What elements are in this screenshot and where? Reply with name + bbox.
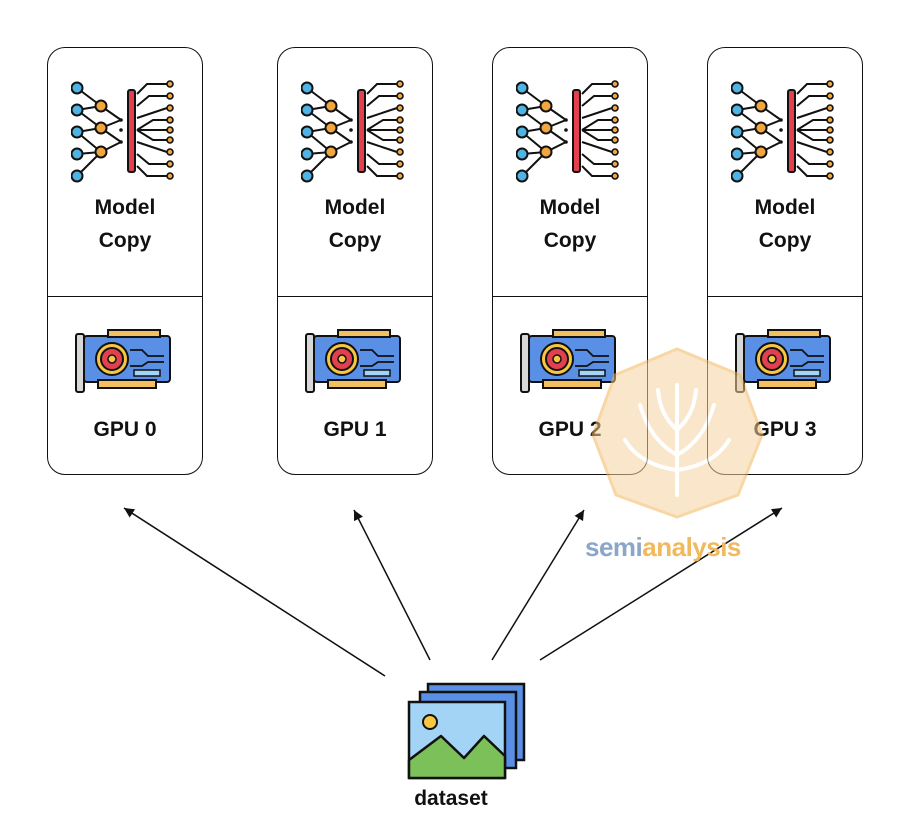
dataset-label: dataset	[414, 787, 488, 810]
image-stack-icon	[407, 682, 526, 780]
neural-network-icon	[515, 76, 626, 186]
neural-network-icon	[70, 76, 181, 186]
neural-network-icon	[730, 76, 841, 186]
node-divider	[278, 296, 432, 297]
model-copy-label: Model Copy	[324, 196, 386, 252]
gpu-label: GPU 0	[93, 418, 157, 441]
gpu-label: GPU 2	[538, 418, 602, 441]
compute-node-2: Model Copy GPU 2	[492, 47, 648, 475]
arrow-to-gpu-1	[353, 509, 431, 661]
gpu-label: GPU 1	[323, 418, 387, 441]
graphics-card-icon	[517, 328, 621, 398]
gpu-label: GPU 3	[753, 418, 817, 441]
watermark-text: semianalysis	[585, 532, 741, 562]
compute-node-0: Model Copy GPU 0	[47, 47, 203, 475]
semianalysis-watermark-icon	[591, 347, 764, 519]
node-divider	[708, 296, 862, 297]
graphics-card-icon	[72, 328, 176, 398]
graphics-card-icon	[302, 328, 406, 398]
arrow-to-gpu-2	[491, 509, 585, 661]
neural-network-icon	[300, 76, 411, 186]
arrow-to-gpu-3	[539, 507, 783, 661]
model-copy-label: Model Copy	[754, 196, 816, 252]
model-copy-label: Model Copy	[94, 196, 156, 252]
model-copy-label: Model Copy	[539, 196, 601, 252]
node-divider	[48, 296, 202, 297]
arrow-to-gpu-0	[123, 507, 386, 677]
compute-node-1: Model Copy GPU 1	[277, 47, 433, 475]
node-divider	[493, 296, 647, 297]
